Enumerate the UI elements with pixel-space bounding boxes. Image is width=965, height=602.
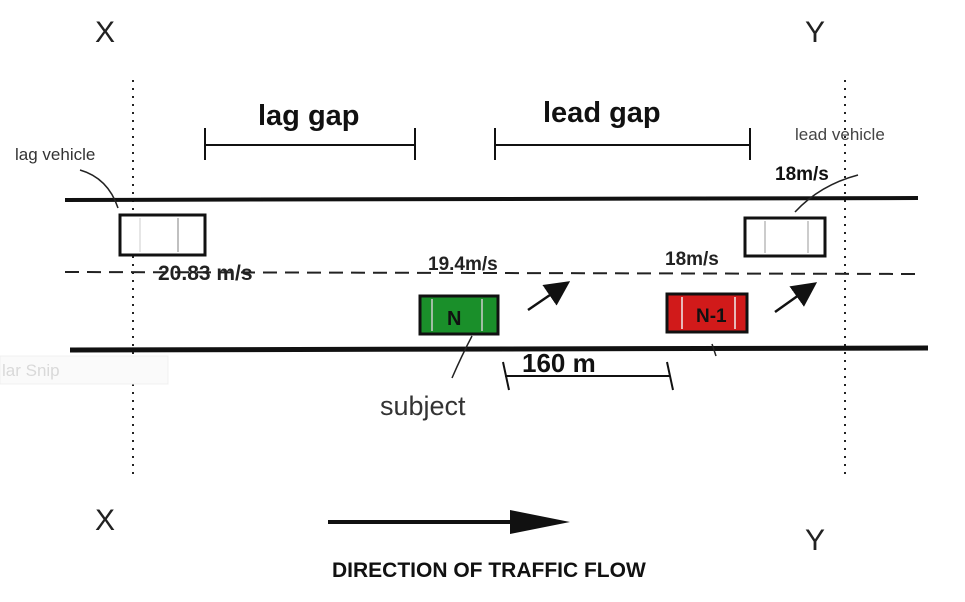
lead-vehicle-label: lead vehicle: [795, 125, 885, 144]
subject-vehicle-id: N: [447, 308, 461, 330]
lag-gap-dimension: [204, 128, 416, 160]
front-vehicle-speed: 18m/s: [665, 249, 719, 270]
subject-pointer: [451, 335, 473, 379]
y-marker-top: Y: [805, 16, 825, 49]
lag-vehicle-pointer: [79, 169, 119, 209]
lag-vehicle-label: lag vehicle: [15, 145, 95, 164]
lead-vehicle-speed: 18m/s: [775, 164, 829, 185]
front-vehicle-tick: [711, 343, 717, 357]
road-bottom-edge: [69, 345, 929, 353]
front-vehicle: N-1: [665, 292, 749, 334]
lane-divider: [64, 271, 919, 275]
subject-lane-change-arrow: [527, 281, 571, 312]
y-marker-bottom: Y: [805, 524, 825, 557]
front-vehicle-id: N-1: [696, 306, 727, 327]
distance-label: 160 m: [522, 348, 596, 378]
lead-gap-label: lead gap: [543, 97, 661, 129]
lead-vehicle-pointer: [794, 174, 859, 213]
lead-gap-dimension: [494, 128, 751, 160]
front-lane-change-arrow: [774, 282, 818, 314]
subject-vehicle-speed: 19.4m/s: [428, 254, 498, 275]
watermark-text: lar Snip: [2, 361, 60, 380]
distance-dimension: [502, 361, 674, 391]
x-marker-bottom: X: [95, 504, 115, 537]
watermark-box: [0, 355, 169, 385]
road-top-edge: [64, 196, 919, 202]
x-marker-top: X: [95, 16, 115, 49]
subject-label: subject: [380, 391, 466, 421]
direction-label: DIRECTION OF TRAFFIC FLOW: [332, 559, 646, 582]
lag-vehicle-speed: 20.83 m/s: [158, 262, 253, 285]
lag-gap-label: lag gap: [258, 100, 360, 132]
lead-vehicle: [743, 216, 827, 258]
lag-vehicle: [118, 213, 207, 257]
subject-vehicle: N: [418, 294, 500, 336]
traffic-direction-arrowhead: [510, 510, 570, 534]
